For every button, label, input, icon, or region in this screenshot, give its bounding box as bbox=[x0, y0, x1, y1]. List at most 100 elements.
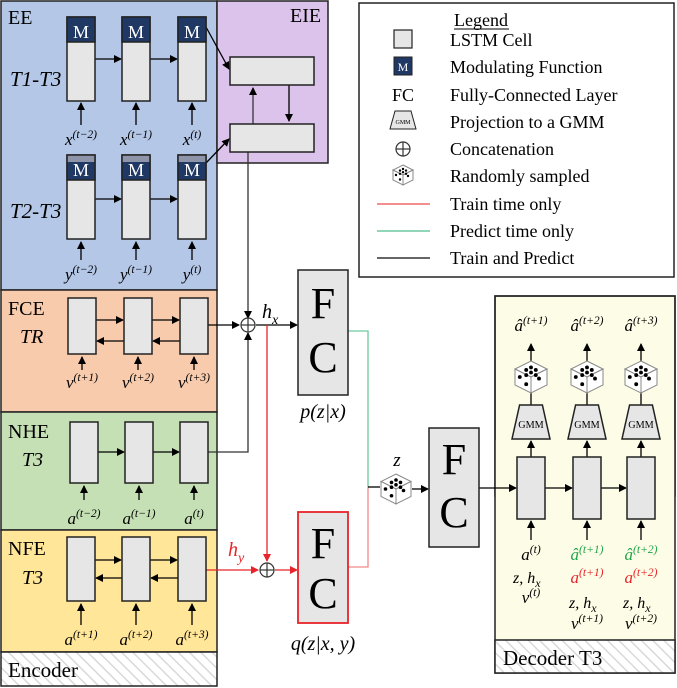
decoder-output-label: â(t+2) bbox=[571, 314, 604, 335]
dice-pip bbox=[634, 368, 639, 372]
hy-concat-icon bbox=[259, 562, 275, 578]
fc-letter-f: F bbox=[311, 519, 335, 568]
gmm-projection: GMM bbox=[621, 404, 661, 440]
legend-item: Predict time only bbox=[377, 221, 574, 241]
sample-dice-icon bbox=[513, 360, 549, 394]
dice-pip bbox=[580, 368, 585, 372]
prior-fc-layer bbox=[297, 269, 349, 396]
nhe-input-label: a(t) bbox=[184, 507, 204, 528]
gmm-trapezoid bbox=[511, 404, 551, 440]
dice-pip bbox=[394, 173, 398, 177]
modulating-function-fade bbox=[122, 155, 150, 162]
dice-pip bbox=[533, 373, 538, 377]
ee-y-input-label: y(t−1) bbox=[118, 263, 152, 284]
dice-pip bbox=[398, 178, 402, 181]
dice-pip bbox=[627, 375, 632, 379]
fc-letter-c: C bbox=[308, 569, 337, 618]
decoder-input-cond: z, hx bbox=[622, 595, 651, 615]
dice-pip bbox=[634, 382, 639, 387]
modulating-function-label: M bbox=[184, 160, 200, 180]
modulating-function-outline bbox=[121, 154, 151, 181]
legend-label: Randomly sampled bbox=[450, 166, 589, 186]
decoder-fc-layer bbox=[428, 427, 480, 548]
dice-pip bbox=[383, 487, 388, 491]
nhe-label: NHE bbox=[8, 421, 49, 443]
dice-pip bbox=[533, 368, 538, 372]
z-dice-icon bbox=[379, 473, 413, 505]
fc-letter-c: C bbox=[439, 488, 468, 537]
dice-pip bbox=[529, 370, 533, 375]
legend-label: Modulating Function bbox=[450, 57, 603, 77]
decoder-input-v: v(t) bbox=[522, 586, 541, 607]
nfe-lstm-cell bbox=[66, 536, 96, 602]
decoder-input-cond: z, hx bbox=[512, 570, 541, 590]
legend-label: Concatenation bbox=[450, 139, 554, 159]
gmm-trapezoid bbox=[567, 404, 607, 440]
z-label: z bbox=[392, 450, 401, 471]
nhe-lstm-cell bbox=[179, 421, 209, 484]
fce-lstm-cell bbox=[179, 297, 209, 355]
fce-label: FCE bbox=[8, 298, 45, 320]
dice-pip bbox=[580, 382, 585, 387]
hx-label: hx bbox=[262, 301, 279, 328]
legend-label: Train time only bbox=[450, 194, 561, 214]
nfe-lstm-cell bbox=[121, 536, 151, 602]
dice-pip bbox=[398, 172, 402, 175]
dice-pip bbox=[401, 171, 405, 174]
dice-pip bbox=[389, 485, 394, 490]
prior-to-z-predict-line bbox=[348, 330, 369, 487]
legend-item: Randomly sampled bbox=[391, 164, 589, 186]
modulating-function-outline bbox=[66, 154, 96, 181]
dice-pip bbox=[404, 172, 408, 175]
ee-x-input-label: x(t−1) bbox=[119, 128, 152, 149]
gmm-projection: GMM bbox=[567, 404, 607, 440]
nfe-label: NFE bbox=[8, 538, 46, 560]
modulating-function-icon bbox=[178, 162, 206, 180]
decoder-input-a: a(t) bbox=[521, 543, 541, 564]
dice-pip bbox=[404, 169, 408, 172]
dice-pip bbox=[524, 382, 529, 387]
gmm-label: GMM bbox=[518, 420, 543, 431]
gmm-label: GMM bbox=[574, 420, 599, 431]
ee-row1-label: T1-T3 bbox=[10, 67, 61, 91]
decoder-input-v: v(t+2) bbox=[625, 612, 657, 633]
dice-icon bbox=[391, 164, 415, 186]
fce-input-label: v(t+2) bbox=[122, 371, 154, 392]
nhe-sub: T3 bbox=[22, 449, 43, 471]
modulating-function-fade bbox=[67, 155, 95, 162]
hx-concat-icon bbox=[240, 317, 256, 333]
gmm-label: GMM bbox=[628, 420, 653, 431]
nhe-input-label: a(t−1) bbox=[123, 507, 156, 528]
dice-pip bbox=[389, 480, 394, 485]
ee-x-input-label: x(t) bbox=[182, 128, 202, 149]
posterior-label: q(z|x, y) bbox=[291, 633, 356, 655]
fce-input-label: v(t+3) bbox=[178, 371, 210, 392]
dice-pip bbox=[589, 368, 594, 372]
decoder-input-cond: z, hx bbox=[568, 595, 597, 615]
dice-pip bbox=[394, 478, 398, 482]
dice-pip bbox=[580, 373, 585, 377]
posterior-to-z-train-line bbox=[348, 487, 369, 568]
ee-x-input-label: x(t−2) bbox=[64, 128, 97, 149]
gmm-trapezoid bbox=[621, 404, 661, 440]
ee-to-eie-arrow bbox=[205, 26, 230, 70]
modulating-function-outline bbox=[177, 154, 207, 181]
nfe-input-label: a(t+1) bbox=[65, 628, 98, 649]
sample-dice-icon bbox=[569, 360, 605, 394]
dice-pip bbox=[643, 368, 648, 372]
nhe-lstm-cell bbox=[69, 421, 99, 484]
decoder-lstm-cell bbox=[516, 456, 546, 520]
modulating-function-icon bbox=[122, 162, 150, 180]
nfe-sub: T3 bbox=[22, 567, 43, 589]
dice-pip bbox=[524, 368, 529, 372]
modulating-function-icon bbox=[66, 16, 96, 43]
lstm-cell-icon bbox=[393, 29, 413, 49]
fc-letter-c: C bbox=[308, 333, 337, 382]
fce-lstm-cell bbox=[67, 297, 97, 355]
dice-pip bbox=[585, 370, 589, 375]
modulating-function-icon bbox=[67, 162, 95, 180]
fc-icon: FC bbox=[392, 85, 414, 105]
